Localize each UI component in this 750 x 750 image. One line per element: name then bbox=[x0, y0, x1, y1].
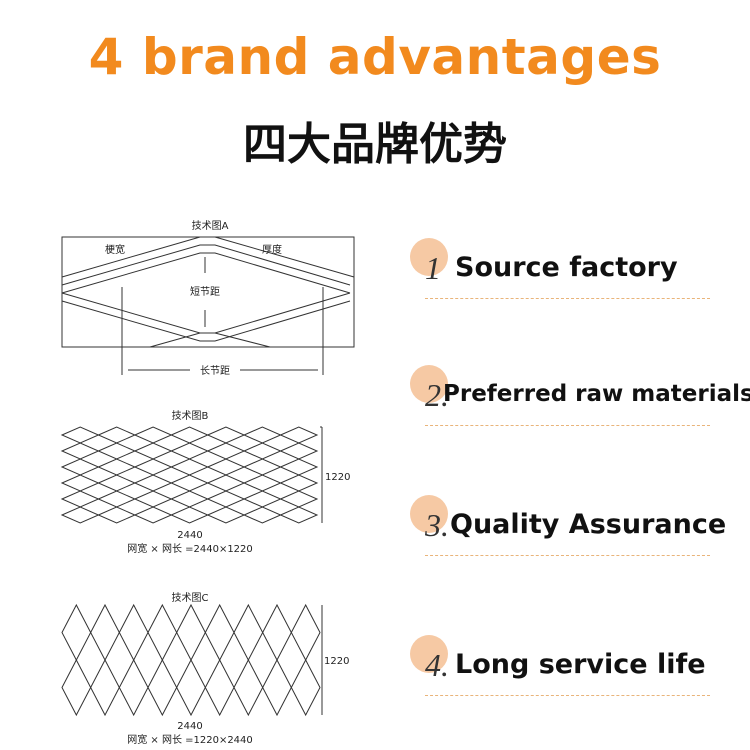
mesh-diamond bbox=[133, 474, 173, 492]
mesh-diamond bbox=[242, 426, 282, 444]
mesh-diamond bbox=[262, 658, 292, 717]
mesh-diamond bbox=[97, 458, 137, 476]
mesh-diamond bbox=[233, 603, 264, 662]
diagram-b: 技术图B 1220 2440 网宽 × 网长 =2440×1220 bbox=[60, 409, 350, 555]
diagram-b-formula: 网宽 × 网长 =2440×1220 bbox=[127, 542, 253, 555]
mesh-diamond bbox=[206, 490, 246, 508]
mesh-diamond bbox=[147, 658, 178, 717]
mesh-diamond bbox=[97, 426, 137, 444]
mesh-diamond bbox=[242, 458, 282, 476]
divider bbox=[425, 425, 710, 426]
mesh-diamond bbox=[206, 426, 246, 444]
advantage-number: 2. bbox=[425, 377, 449, 413]
mesh-diamond bbox=[279, 490, 319, 508]
mesh-diamond bbox=[206, 442, 246, 460]
mesh-diamond bbox=[170, 458, 209, 476]
advantage-number: 1 bbox=[425, 250, 441, 286]
advantage-item: 3. Quality Assurance bbox=[405, 495, 750, 565]
mesh-diamond bbox=[60, 490, 100, 508]
advantage-label: Source factory bbox=[455, 252, 678, 283]
mesh-diamond bbox=[204, 603, 235, 662]
diagram-b-caption: 技术图B bbox=[172, 409, 209, 422]
diagram-c-width: 2440 bbox=[177, 721, 202, 732]
mesh-diamond bbox=[133, 442, 173, 460]
short-pitch-label: 短节距 bbox=[190, 285, 220, 298]
mesh-diamond bbox=[133, 506, 173, 524]
mesh-diamond bbox=[206, 458, 246, 476]
diagram-a: 技术图A 梗宽 厚度 短节距 长节距 bbox=[61, 219, 355, 377]
diagram-b-width: 2440 bbox=[177, 530, 202, 541]
mesh-diamond bbox=[97, 506, 137, 524]
mesh-diamond bbox=[61, 658, 92, 717]
mesh-diamond bbox=[60, 474, 100, 492]
mesh-diamond bbox=[90, 658, 120, 717]
circle-badge bbox=[410, 635, 448, 673]
mesh-diamond bbox=[279, 506, 319, 524]
diagram-c-caption: 技术图C bbox=[172, 591, 209, 604]
page-title: 4 brand advantages bbox=[88, 28, 662, 86]
advantage-label: Preferred raw materials bbox=[443, 381, 750, 407]
mesh-diamond bbox=[262, 603, 292, 662]
advantage-label: Long service life bbox=[455, 649, 706, 680]
mesh-diamond bbox=[204, 658, 235, 717]
advantage-item: 1 Source factory bbox=[405, 238, 750, 308]
advantage-number: 4. bbox=[425, 647, 449, 683]
mesh-diamond bbox=[170, 442, 209, 460]
mesh-diamond bbox=[176, 603, 206, 662]
mesh-diamond bbox=[60, 442, 100, 460]
mesh-diamond bbox=[60, 426, 100, 444]
mesh-diamond bbox=[133, 458, 173, 476]
thickness-label: 厚度 bbox=[262, 243, 282, 256]
mesh-diamond bbox=[170, 490, 209, 508]
mesh-diamond bbox=[290, 603, 321, 662]
mesh-diamond bbox=[242, 442, 282, 460]
mesh-diamond bbox=[61, 603, 92, 662]
diagram-c: 技术图C 1220 2440 网宽 × 网长 =1220×2440 bbox=[61, 591, 349, 746]
diagram-a-caption: 技术图A bbox=[192, 219, 229, 232]
divider bbox=[425, 298, 710, 299]
mesh-diamond bbox=[279, 458, 319, 476]
mesh-diamond bbox=[170, 474, 209, 492]
mesh-diamond bbox=[118, 603, 149, 662]
mesh-diamond bbox=[118, 658, 149, 717]
advantage-label: Quality Assurance bbox=[450, 509, 727, 540]
mesh-diamond bbox=[60, 506, 100, 524]
diagram-b-height: 1220 bbox=[325, 472, 350, 483]
advantage-item: 2. Preferred raw materials bbox=[405, 365, 750, 435]
circle-badge bbox=[410, 495, 448, 533]
mesh-diamond bbox=[279, 426, 319, 444]
page-subtitle: 四大品牌优势 bbox=[243, 119, 507, 170]
advantage-item: 4. Long service life bbox=[405, 635, 750, 705]
long-pitch-label: 长节距 bbox=[200, 365, 230, 377]
mesh-diamond bbox=[60, 458, 100, 476]
mesh-diamond bbox=[97, 474, 137, 492]
mesh-diamond bbox=[290, 658, 321, 717]
mesh-diamond bbox=[176, 658, 206, 717]
circle-badge bbox=[410, 238, 448, 276]
mesh-diamond bbox=[133, 490, 173, 508]
mesh-diamond bbox=[279, 442, 319, 460]
diagram-c-formula: 网宽 × 网长 =1220×2440 bbox=[127, 733, 253, 746]
divider bbox=[425, 555, 710, 556]
mesh-diamond bbox=[242, 506, 282, 524]
mesh-diamond bbox=[233, 658, 264, 717]
circle-badge bbox=[410, 365, 448, 403]
mesh-diamond bbox=[90, 603, 120, 662]
mesh-diamond bbox=[206, 506, 246, 524]
advantage-number: 3. bbox=[425, 507, 449, 543]
strand-width-label: 梗宽 bbox=[105, 243, 125, 256]
mesh-diamond bbox=[147, 603, 178, 662]
mesh-diamond bbox=[242, 490, 282, 508]
mesh-diamond bbox=[97, 442, 137, 460]
mesh-diamond bbox=[206, 474, 246, 492]
mesh-diamond bbox=[279, 474, 319, 492]
divider bbox=[425, 695, 710, 696]
mesh-diamond bbox=[97, 490, 137, 508]
mesh-diamond bbox=[242, 474, 282, 492]
mesh-diamond bbox=[133, 426, 173, 444]
mesh-diamond bbox=[170, 426, 209, 444]
diagram-c-height: 1220 bbox=[324, 656, 349, 667]
mesh-diamond bbox=[170, 506, 209, 524]
